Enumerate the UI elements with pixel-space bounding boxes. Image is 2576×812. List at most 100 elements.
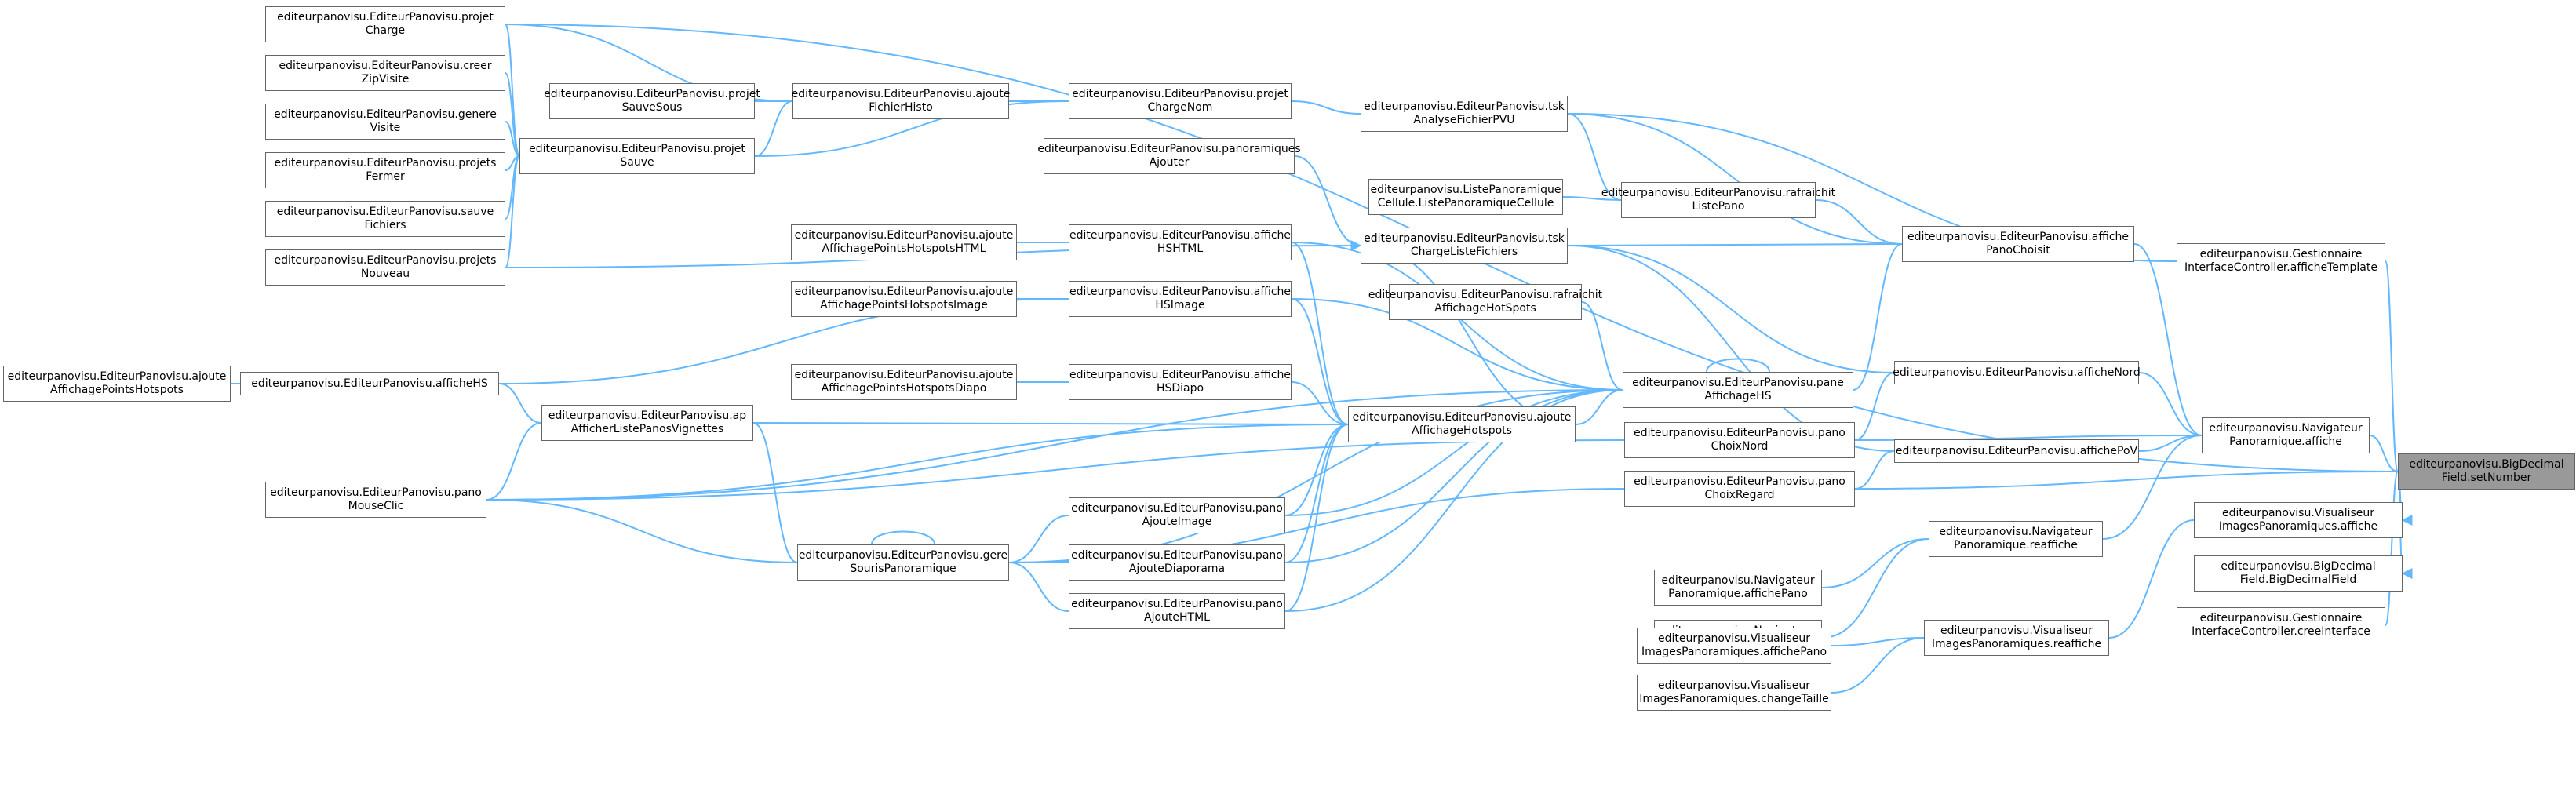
graph-node-label: editeurpanovisu.EditeurPanovisu.ajoute [7, 370, 227, 383]
graph-node-label: editeurpanovisu.EditeurPanovisu.rafraich… [1601, 187, 1836, 199]
graph-edge [999, 556, 1069, 612]
graph-node-label: editeurpanovisu.EditeurPanovisu.pano [1634, 475, 1845, 488]
graph-node-label: editeurpanovisu.EditeurPanovisu.ajoute [791, 88, 1011, 100]
graph-node-label: HSImage [1155, 299, 1205, 311]
graph-node-label: ChoixRegard [1704, 489, 1775, 501]
graph-node-label: FichierHisto [869, 101, 933, 114]
graph-node-label: editeurpanovisu.Navigateur [2209, 422, 2363, 435]
graph-edge [2099, 519, 2195, 644]
graph-edge [1565, 389, 1623, 431]
graph-node-label: InterfaceController.afficheTemplate [2184, 261, 2377, 274]
graph-node-label: Field.setNumber [2441, 472, 2532, 484]
graph-node-label: Visite [370, 122, 401, 134]
graph-edge [495, 155, 520, 274]
graph-node-label: editeurpanovisu.EditeurPanovisu.tsk [1364, 232, 1565, 245]
graph-edge [752, 419, 1358, 431]
graph-node-label: AffichagePointsHotspotsDiapo [821, 382, 987, 395]
graph-node-label: editeurpanovisu.EditeurPanovisu.projets [274, 157, 497, 169]
graph-node-label: editeurpanovisu.EditeurPanovisu.projets [274, 254, 497, 267]
graph-node-label: editeurpanovisu.EditeurPanovisu.rafraich… [1368, 289, 1603, 301]
graph-node-label: HSDiapo [1156, 382, 1204, 395]
graph-edge [1845, 471, 2399, 495]
graph-edge [1275, 424, 1349, 617]
graph-node-label: editeurpanovisu.EditeurPanovisu.affiche [1907, 231, 2130, 243]
graph-node-label: ChargeNom [1147, 101, 1213, 114]
graph-edge [2375, 471, 2399, 632]
graph-node[interactable]: editeurpanovisu.EditeurPanovisu.panorami… [1037, 138, 1301, 174]
graph-node-label: editeurpanovisu.Visualiseur [1940, 624, 2093, 637]
graph-node-label: editeurpanovisu.EditeurPanovisu.projet [544, 88, 760, 100]
graph-node[interactable]: editeurpanovisu.EditeurPanovisu.afficheP… [1894, 439, 2139, 463]
graph-node-label: editeurpanovisu.EditeurPanovisu.affiche [1069, 229, 1292, 242]
graph-node[interactable]: editeurpanovisu.EditeurPanovisu.rafraich… [1368, 284, 1602, 320]
graph-node-label: ImagesPanoramiques.affichePano [1641, 646, 1827, 658]
graph-node-label: ChargeListeFichiers [1410, 246, 1518, 258]
graph-node-label: editeurpanovisu.EditeurPanovisu.afficheP… [1895, 444, 2138, 457]
graph-node[interactable]: editeurpanovisu.EditeurPanovisu.afficheN… [1893, 361, 2141, 384]
graph-node-label: HSHTML [1157, 242, 1204, 255]
graph-node-label: editeurpanovisu.EditeurPanovisu.tsk [1364, 100, 1565, 113]
graph-edge [476, 389, 1623, 506]
graph-node-label: Cellule.ListePanoramiqueCellule [1377, 197, 1554, 209]
graph-edge [2129, 435, 2203, 457]
graph-edge [999, 515, 1069, 569]
graph-node-label: editeurpanovisu.EditeurPanovisu.creer [279, 60, 492, 72]
graph-node[interactable]: editeurpanovisu.EditeurPanovisu.rafraich… [1601, 182, 1835, 218]
graph-edge [2093, 435, 2203, 545]
graph-node-label: editeurpanovisu.EditeurPanovisu.afficheH… [251, 377, 488, 390]
graph-node[interactable]: editeurpanovisu.EditeurPanovisu.afficheH… [240, 372, 499, 395]
graph-node-label: Ajouter [1149, 156, 1190, 169]
graph-node-label: AjouteDiaporama [1128, 563, 1226, 575]
graph-node-label: editeurpanovisu.EditeurPanovisu.projet [277, 11, 494, 24]
graph-edge [1821, 637, 1925, 699]
graph-node-label: editeurpanovisu.ListePanoramique [1370, 184, 1561, 196]
graph-node-label: ImagesPanoramiques.affiche [2218, 520, 2378, 533]
graph-node-label: editeurpanovisu.EditeurPanovisu.gere [798, 549, 1008, 562]
graph-node-label: editeurpanovisu.Visualiseur [1657, 632, 1811, 645]
graph-node-label: editeurpanovisu.Gestionnaire [2199, 248, 2363, 260]
graph-edge [1558, 239, 1895, 373]
